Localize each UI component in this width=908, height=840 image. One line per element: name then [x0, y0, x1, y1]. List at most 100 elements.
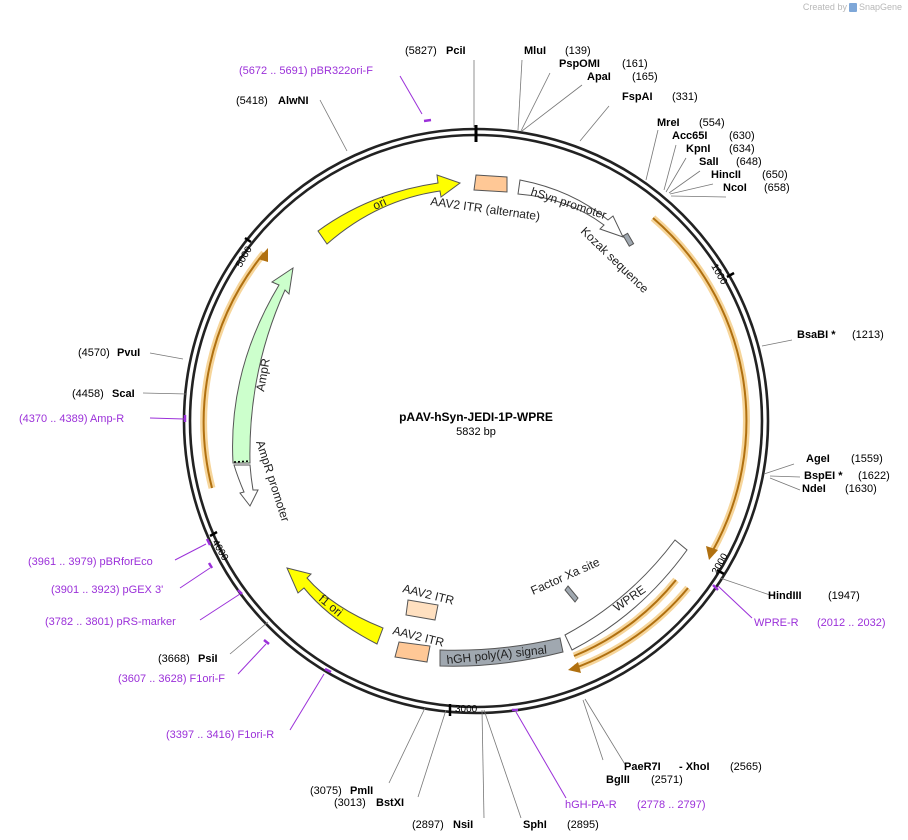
- orf-arc-left: [202, 252, 265, 489]
- svg-text:(2895): (2895): [567, 819, 599, 831]
- site-kpni[interactable]: KpnI (634): [686, 143, 755, 155]
- snapgene-logo-icon: [848, 2, 857, 12]
- site-sphi[interactable]: SphI (2895): [523, 819, 599, 831]
- svg-text:(634): (634): [729, 143, 755, 155]
- site-pvui[interactable]: (4570) PvuI: [78, 347, 140, 359]
- kozak-sequence-label: Kozak sequence: [578, 224, 652, 296]
- primer-prs-marker[interactable]: (3782 .. 3801) pRS-marker: [45, 616, 176, 628]
- snapgene-credit: Created by SnapGene: [803, 2, 902, 12]
- primer-hgh-pa-r[interactable]: hGH-PA-R: [565, 799, 617, 811]
- ori-feature[interactable]: [317, 174, 462, 245]
- orf-arc-lower-b: [573, 579, 677, 657]
- credit-brand: SnapGene: [858, 2, 902, 12]
- primer-pbr322ori-f[interactable]: (5672 .. 5691) pBR322ori-F: [239, 65, 373, 77]
- svg-text:BstXI: BstXI: [376, 797, 404, 809]
- site-sali[interactable]: SalI (648): [699, 156, 762, 168]
- site-pmli[interactable]: (3075)PmlI: [310, 785, 373, 797]
- ampr-promoter-label: AmpR promoter: [253, 439, 292, 524]
- site-scai[interactable]: (4458) ScaI: [72, 388, 135, 400]
- orf-highlight-right: [650, 215, 750, 554]
- wpre-feature[interactable]: [564, 539, 688, 651]
- factor-xa-site-feature[interactable]: [564, 585, 579, 603]
- aav2-itr-alternate-feature[interactable]: [473, 174, 508, 193]
- site-agei[interactable]: AgeI (1559): [806, 453, 883, 465]
- primer-pbrforeco[interactable]: (3961 .. 3979) pBRforEco: [28, 556, 153, 568]
- hgh-polya-signal-feature[interactable]: [439, 637, 564, 667]
- factor-xa-site-label: Factor Xa site: [529, 555, 603, 598]
- primer-pgex-3[interactable]: (3901 .. 3923) pGEX 3': [51, 584, 163, 596]
- scale-tick-3000: 3000: [448, 704, 478, 716]
- svg-text:PvuI: PvuI: [117, 347, 140, 359]
- orf-arrowhead-left: [258, 248, 268, 262]
- svg-text:BglII: BglII: [606, 774, 630, 786]
- svg-text:(4458): (4458): [72, 388, 104, 400]
- ampr-feature[interactable]: [232, 266, 294, 464]
- svg-text:HindIII: HindIII: [768, 590, 802, 602]
- svg-text:HincII: HincII: [711, 169, 741, 181]
- site-alwni[interactable]: (5418)AlwNI: [236, 95, 309, 107]
- scale-tick-4000: 4000: [209, 530, 230, 563]
- svg-text:MluI: MluI: [524, 45, 546, 57]
- plasmid-length: 5832 bp: [456, 426, 496, 438]
- site-mlui[interactable]: MluI (139): [524, 45, 591, 57]
- svg-text:(630): (630): [729, 130, 755, 142]
- site-fspai[interactable]: FspAI(331): [622, 91, 698, 103]
- svg-text:(161): (161): [622, 58, 648, 70]
- ampr-label: AmpR: [253, 357, 273, 393]
- site-leader-lines: [142, 59, 801, 819]
- svg-text:PsiI: PsiI: [198, 653, 218, 665]
- svg-text:(1622): (1622): [858, 470, 890, 482]
- svg-text:(648): (648): [736, 156, 762, 168]
- site-apai[interactable]: ApaI(165): [587, 71, 658, 83]
- site-nsii[interactable]: (2897)NsiI: [412, 819, 473, 831]
- primer-leader-lines: [149, 75, 753, 799]
- site-psii[interactable]: (3668) PsiI: [158, 653, 218, 665]
- primer-amp-r[interactable]: (4370 .. 4389) Amp-R: [19, 413, 124, 425]
- svg-text:(5827): (5827): [405, 45, 437, 57]
- svg-text:KpnI: KpnI: [686, 143, 710, 155]
- svg-text:FspAI: FspAI: [622, 91, 653, 103]
- svg-text:BspEI *: BspEI *: [804, 470, 843, 482]
- kozak-sequence-feature[interactable]: [622, 232, 635, 247]
- site-bspei[interactable]: BspEI * (1622): [804, 470, 890, 482]
- site-mrei[interactable]: MreI(554): [657, 117, 725, 129]
- svg-text:(3668): (3668): [158, 653, 190, 665]
- site-pspomi[interactable]: PspOMI(161): [559, 58, 648, 70]
- svg-text:(1213): (1213): [852, 329, 884, 341]
- svg-text:SalI: SalI: [699, 156, 719, 168]
- site-paer7i-xhoi[interactable]: PaeR7I- XhoI(2565): [624, 761, 762, 773]
- svg-text:AgeI: AgeI: [806, 453, 830, 465]
- svg-text:NsiI: NsiI: [453, 819, 473, 831]
- credit-text: Created by: [802, 2, 847, 12]
- primer-wpre-r[interactable]: WPRE-R: [754, 617, 799, 629]
- site-bstxi[interactable]: (3013)BstXI: [334, 797, 404, 809]
- svg-text:NcoI: NcoI: [723, 182, 747, 194]
- site-ncoi[interactable]: NcoI(658): [723, 182, 790, 194]
- orf-arrowhead-right: [706, 546, 718, 560]
- ampr-promoter-feature[interactable]: [233, 464, 259, 507]
- primer-f1ori-f[interactable]: (3607 .. 3628) F1ori-F: [118, 673, 225, 685]
- f1-ori-feature[interactable]: [286, 567, 384, 645]
- svg-text:(1947): (1947): [828, 590, 860, 602]
- hsyn-promoter-feature[interactable]: [517, 179, 624, 238]
- svg-text:3000: 3000: [455, 704, 478, 715]
- aav2-itr-feature-upper[interactable]: [405, 599, 439, 621]
- svg-text:(1559): (1559): [851, 453, 883, 465]
- site-acc65i[interactable]: Acc65I(630): [672, 130, 755, 142]
- svg-text:(4570): (4570): [78, 347, 110, 359]
- site-ndei[interactable]: NdeI(1630): [802, 483, 877, 495]
- primer-f1ori-r[interactable]: (3397 .. 3416) F1ori-R: [166, 729, 274, 741]
- svg-text:(139): (139): [565, 45, 591, 57]
- hsyn-promoter-label: hSyn promoter: [529, 185, 608, 223]
- svg-text:SphI: SphI: [523, 819, 547, 831]
- svg-text:BsaBI *: BsaBI *: [797, 329, 836, 341]
- site-pcii[interactable]: (5827)PciI: [405, 45, 466, 57]
- svg-text:ScaI: ScaI: [112, 388, 135, 400]
- site-bsabi[interactable]: BsaBI * (1213): [797, 329, 884, 341]
- aav2-itr-feature-lower[interactable]: [394, 641, 431, 663]
- ampr-boundary: [233, 460, 251, 463]
- site-hincii[interactable]: HincII(650): [711, 169, 788, 181]
- site-bglii[interactable]: BglII(2571): [606, 774, 683, 786]
- site-hindiii[interactable]: HindIII (1947): [768, 590, 860, 602]
